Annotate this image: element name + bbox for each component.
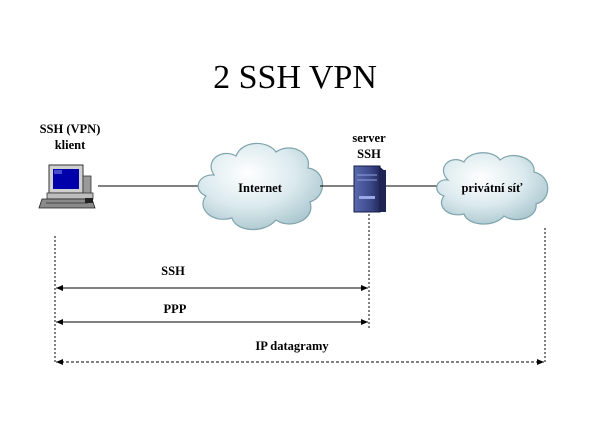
ssh-span-label: SSH <box>161 264 185 278</box>
client-label-line1: SSH (VPN) <box>40 122 101 136</box>
computer-icon <box>38 164 96 209</box>
cloud-icon <box>436 152 549 225</box>
internet-label: Internet <box>238 181 283 195</box>
page-title: 2 SSH VPN <box>213 59 377 96</box>
ip-span-label: IP datagramy <box>255 339 329 353</box>
private-network-label: privátní síť <box>461 181 523 195</box>
server-icon <box>353 165 386 213</box>
cloud-icon <box>197 142 324 231</box>
ppp-span-label: PPP <box>164 302 187 316</box>
server-label-line2: SSH <box>357 147 381 161</box>
server-label-line1: server <box>352 131 386 145</box>
client-label-line2: klient <box>55 138 86 152</box>
